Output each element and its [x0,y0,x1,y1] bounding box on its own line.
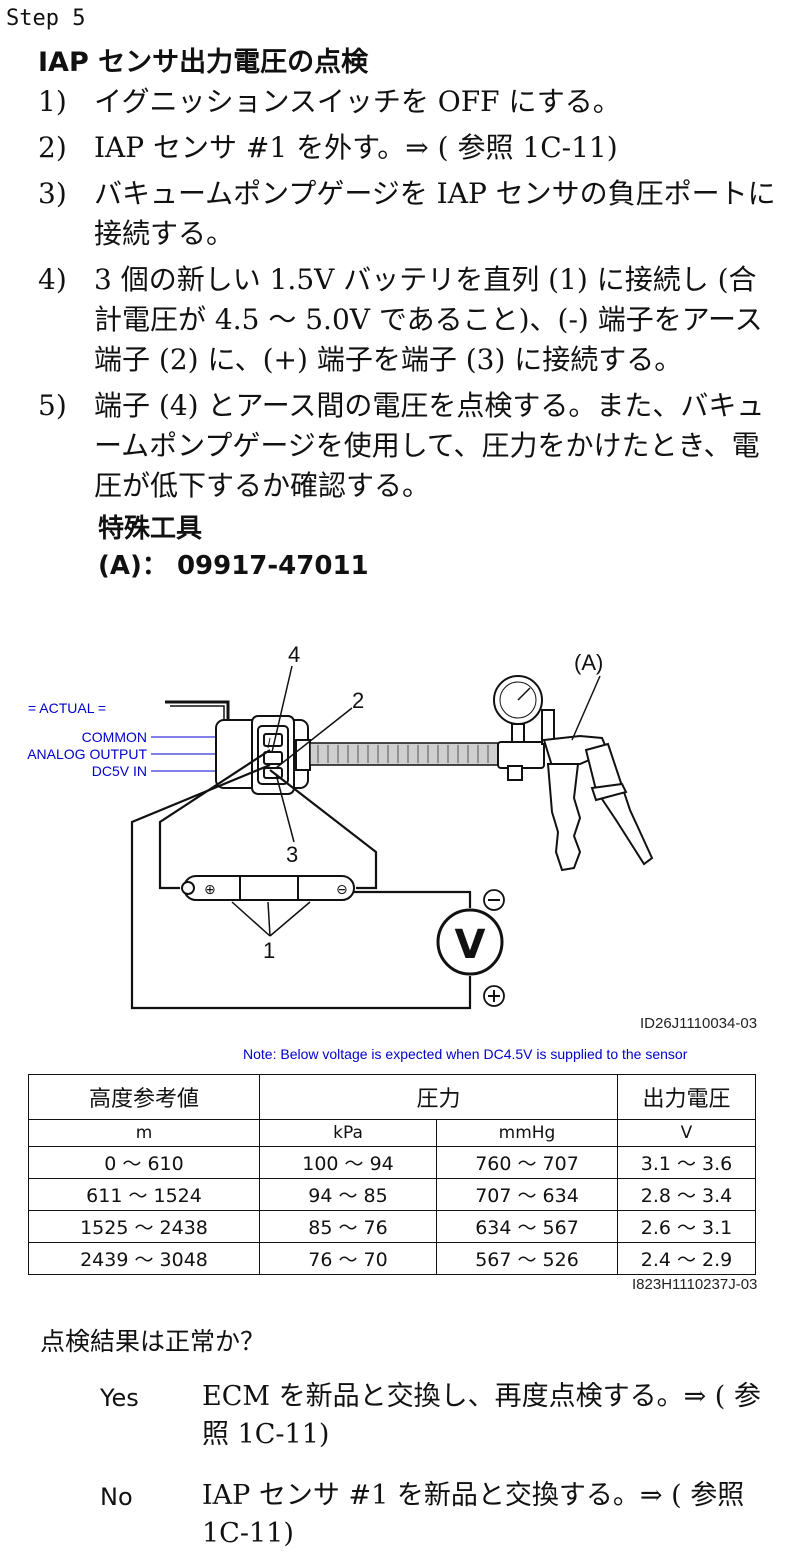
table-cell: 100 ～ 94 [259,1146,437,1179]
table-cell: 3.1 ～ 3.6 [617,1146,756,1179]
table-code: I823H1110237J-03 [632,1276,758,1293]
table-cell: 634 ～ 567 [436,1210,618,1243]
battery-plus-mark: ⊕ [204,882,216,898]
callout-4: 4 [288,642,300,667]
answer-yes-text: ECM を新品と交換し、再度点検する。⇒ ( 参照 1C-11) [202,1381,761,1450]
step-text: IAP センサ #1 を外す。⇒ ( 参照 1C-11) [94,131,618,164]
step-number: 4) [38,263,67,296]
procedure-step: 2) IAP センサ #1 を外す。⇒ ( 参照 1C-11) [38,128,778,168]
step-text: バキュームポンプゲージを IAP センサの負圧ポートに接続する。 [94,177,776,250]
table-units-row: m kPa mmHg V [28,1119,756,1147]
step-number: 5) [38,389,67,422]
answer-yes-label: Yes [100,1384,139,1412]
step-number: 2) [38,131,67,164]
unit-v: V [617,1119,756,1147]
table-cell: 567 ～ 526 [436,1242,618,1275]
battery-callout-lines [231,901,311,937]
table-header-row: 高度参考値 圧力 出力電圧 [28,1074,756,1120]
answer-no-text: IAP センサ #1 を新品と交換する。⇒ ( 参照 1C-11) [202,1480,745,1549]
callout-1: 1 [263,938,275,963]
step-text: 3 個の新しい 1.5V バッテリを直列 (1) に接続し (合計電圧が 4.5… [94,263,763,376]
result-question: 点検結果は正常か？ [40,1327,266,1356]
special-tool-heading: 特殊工具 [98,514,203,544]
voltmeter [436,908,504,976]
voltage-note: Note: Below voltage is expected when DC4… [243,1046,688,1062]
pin-dc5v-in-label: DC5V IN [92,763,147,779]
wiring-diagram: = ACTUAL = COMMON ANALOG OUTPUT DC5V IN [27,642,654,1010]
vacuum-pump-gauge [493,675,654,872]
special-tool-number: (A)： 09917-47011 [98,551,369,581]
figure-code: ID26J1110034-03 [640,1015,758,1032]
procedure-steps: 1) イグニッションスイッチを OFF にする。 2) IAP センサ #1 を… [38,82,778,512]
actual-label: = ACTUAL = [28,700,106,716]
battery-minus-mark: ⊖ [336,882,348,898]
procedure-step: 1) イグニッションスイッチを OFF にする。 [38,82,778,122]
callout-tool-a: (A) [574,650,603,675]
table-row: 2439 ～ 3048 76 ～ 70 567 ～ 526 2.4 ～ 2.9 [28,1242,756,1275]
table-cell: 0 ～ 610 [28,1146,260,1179]
section-title: IAP センサ出力電圧の点検 [38,47,369,78]
unit-m: m [28,1119,260,1147]
table-cell: 760 ～ 707 [436,1146,618,1179]
header-altitude: 高度参考値 [28,1074,260,1120]
table-cell: 2.8 ～ 3.4 [617,1178,756,1211]
wiring [130,737,472,1010]
callout-3: 3 [286,842,298,867]
table-cell: 1525 ～ 2438 [28,1210,260,1243]
table-cell: 611 ～ 1524 [28,1178,260,1211]
header-pressure: 圧力 [259,1074,618,1120]
step-number: 3) [38,177,67,210]
pin-analog-output-label: ANALOG OUTPUT [27,746,147,762]
callout-2: 2 [352,688,364,713]
spec-table: 高度参考値 圧力 出力電圧 m kPa mmHg V 0 ～ 610 100 ～… [28,1074,756,1275]
procedure-step: 3) バキュームポンプゲージを IAP センサの負圧ポートに接続する。 [38,174,778,254]
table-row: 1525 ～ 2438 85 ～ 76 634 ～ 567 2.6 ～ 3.1 [28,1210,756,1243]
pin-common-label: COMMON [82,729,147,745]
table-cell: 85 ～ 76 [259,1210,437,1243]
header-output-voltage: 出力電圧 [617,1074,756,1120]
step-text: 端子 (4) とアース間の電圧を点検する。また、バキュームポンプゲージを使用して… [94,389,765,502]
procedure-step: 5) 端子 (4) とアース間の電圧を点検する。また、バキュームポンプゲージを使… [38,386,778,506]
voltmeter-symbol: V [455,922,486,968]
table-cell: 76 ～ 70 [259,1242,437,1275]
table-cell: 2439 ～ 3048 [28,1242,260,1275]
table-row: 611 ～ 1524 94 ～ 85 707 ～ 634 2.8 ～ 3.4 [28,1178,756,1211]
table-row: 0 ～ 610 100 ～ 94 760 ～ 707 3.1 ～ 3.6 [28,1146,756,1179]
answer-no-label: No [100,1483,133,1511]
iap-sensor [165,700,311,795]
step-number: 1) [38,85,67,118]
step-label: Step 5 [6,6,86,31]
table-cell: 707 ～ 634 [436,1178,618,1211]
table-cell: 2.6 ～ 3.1 [617,1210,756,1243]
callout-leaders [271,665,601,843]
unit-mmhg: mmHg [436,1119,618,1147]
unit-kpa: kPa [259,1119,437,1147]
table-cell: 2.4 ～ 2.9 [617,1242,756,1275]
battery-pack [181,875,355,901]
table-cell: 94 ～ 85 [259,1178,437,1211]
procedure-step: 4) 3 個の新しい 1.5V バッテリを直列 (1) に接続し (合計電圧が … [38,260,778,380]
step-text: イグニッションスイッチを OFF にする。 [94,85,621,118]
